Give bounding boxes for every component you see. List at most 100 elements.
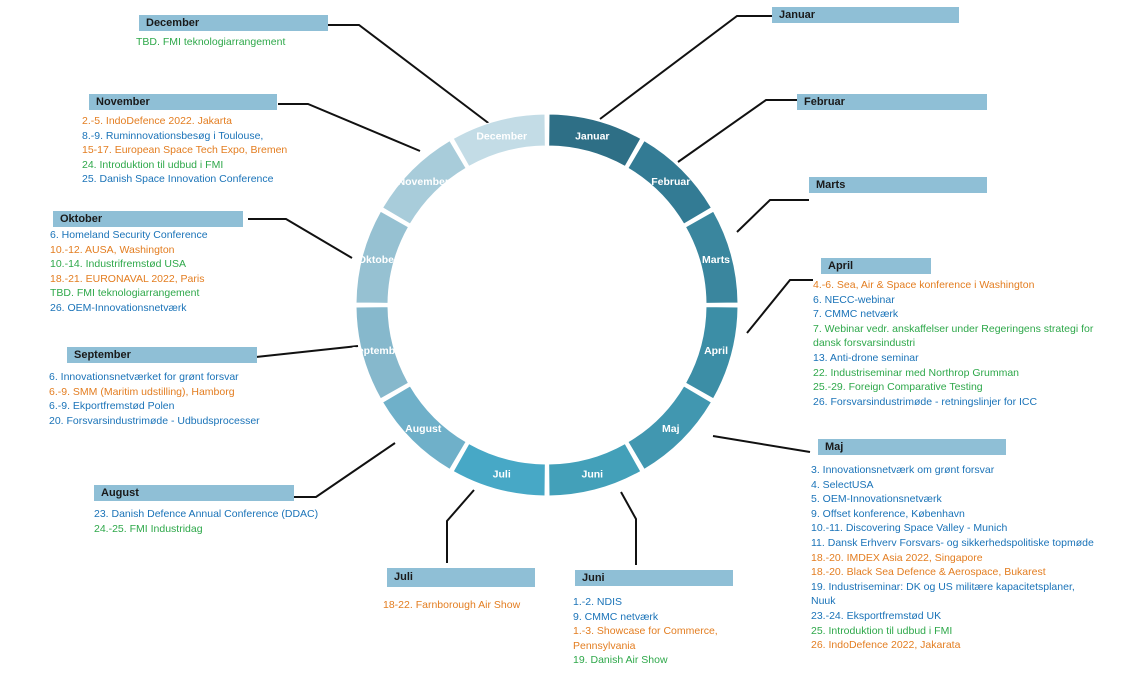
ring-label-juni: Juni	[581, 469, 603, 481]
leader-line	[292, 442, 396, 498]
event-item: 11. Dansk Erhverv Forsvars- og sikkerhed…	[811, 536, 1094, 549]
month-header-maj: Maj	[818, 439, 1006, 455]
leader-line	[255, 345, 359, 358]
event-item: TBD. FMI teknologiarrangement	[136, 36, 286, 48]
ring-label-september: September	[351, 345, 405, 357]
leader-line	[278, 103, 421, 152]
ring-label-august: August	[405, 423, 442, 435]
month-header-september: September	[67, 347, 257, 363]
ring-segment-februar	[627, 139, 713, 225]
ring-label-november: November	[398, 176, 449, 188]
event-item: 18.-21. EURONAVAL 2022, Paris	[50, 272, 205, 285]
ring-segment-august	[381, 385, 467, 471]
event-item: 24. Introduktion til udbud i FMI	[82, 158, 224, 171]
ring-segment-december	[452, 113, 546, 168]
event-item: 9. Offset konference, København	[811, 507, 965, 520]
event-item: 10.-11. Discovering Space Valley - Munic…	[811, 522, 1008, 535]
event-item: 8.-9. Ruminnovationsbesøg i Toulouse,	[82, 129, 264, 142]
event-item: 26. Forsvarsindustrimøde - retningslinje…	[813, 395, 1038, 408]
event-item: 22. Industriseminar med Northrop Grumman	[813, 366, 1019, 379]
month-box-juli: Juli 18-22. Farnborough Air Show	[383, 568, 538, 613]
ring-segment-oktober	[355, 210, 410, 304]
event-item: 10.-12. AUSA, Washington	[50, 243, 175, 256]
month-box-maj: Maj 3. Innovationsnetværk om grønt forsv…	[811, 439, 1099, 653]
ring-label-februar: Februar	[651, 176, 690, 188]
event-list-november: 2.-5. IndoDefence 2022. Jakarta 8.-9. Rum…	[82, 110, 332, 187]
event-item: 6. Homeland Security Conference	[50, 229, 208, 241]
month-header-december: December	[139, 15, 328, 31]
ring-label-marts: Marts	[702, 254, 730, 266]
event-list-august: 23. Danish Defence Annual Conference (DD…	[94, 501, 394, 536]
leader-line	[446, 489, 475, 563]
event-item: 19. Danish Air Show	[573, 654, 668, 667]
month-box-februar: Februar	[797, 94, 987, 110]
event-item: 7. CMMC netværk	[813, 308, 899, 321]
leader-line	[746, 279, 813, 334]
ring-segment-marts	[684, 210, 739, 304]
event-item: 10.-14. Industrifremstød USA	[50, 258, 186, 271]
ring-label-januar: Januar	[575, 130, 609, 142]
event-item: 19. Industriseminar: DK og US militære k…	[811, 580, 1075, 608]
leader-line	[712, 435, 811, 453]
month-header-januar: Januar	[772, 7, 959, 23]
event-item: 23. Danish Defence Annual Conference (DD…	[94, 508, 319, 520]
month-box-september: September 6. Innovationsnetværket for gr…	[49, 347, 309, 428]
event-item: 25. Danish Space Innovation Conference	[82, 173, 274, 186]
event-item: 5. OEM-Innovationsnetværk	[811, 493, 942, 506]
leader-line	[248, 218, 353, 259]
event-list-oktober: 6. Homeland Security Conference 10.-12. A…	[50, 227, 295, 316]
month-box-januar: Januar	[772, 7, 959, 23]
month-header-februar: Februar	[797, 94, 987, 110]
month-ring	[355, 113, 739, 497]
event-item: 24.-25. FMI Industridag	[94, 522, 203, 535]
event-item: 26. OEM-Innovationsnetværk	[50, 301, 187, 314]
ring-label-maj: Maj	[662, 423, 680, 435]
event-item: 18.-20. Black Sea Defence & Aerospace, B…	[811, 566, 1046, 579]
event-item: 6. Innovationsnetværket for grønt forsva…	[49, 371, 239, 383]
month-header-juli: Juli	[387, 568, 535, 587]
event-item: 1.-3. Showcase for Commerce, Pennsylvani…	[573, 625, 718, 652]
ring-label-oktober: Oktober	[358, 254, 398, 266]
leader-line	[599, 15, 772, 120]
event-item: 3. Innovationsnetværk om grønt forsvar	[811, 464, 995, 476]
event-list-september: 6. Innovationsnetværket for grønt forsva…	[49, 363, 309, 428]
ring-segment-november	[381, 139, 467, 225]
event-item: 25.-29. Foreign Comparative Testing	[813, 381, 983, 394]
event-item: 6.-9. Ekportfremstød Polen	[49, 400, 175, 413]
event-list-april: 4.-6. Sea, Air & Space konference i Wash…	[813, 274, 1105, 409]
month-box-juni: Juni 1.-2. NDIS 9. CMMC netværk 1.-3. Show…	[573, 570, 738, 668]
month-box-april: April 4.-6. Sea, Air & Space konference …	[813, 258, 1105, 409]
month-header-oktober: Oktober	[53, 211, 243, 227]
ring-segment-januar	[548, 113, 642, 168]
month-box-oktober: Oktober 6. Homeland Security Conference 1…	[50, 211, 295, 316]
event-item: 25. Introduktion til udbud i FMI	[811, 624, 953, 637]
event-item: 18-22. Farnborough Air Show	[383, 599, 521, 611]
event-item: 9. CMMC netværk	[573, 610, 659, 623]
month-header-august: August	[94, 485, 294, 501]
event-item: TBD. FMI teknologiarrangement	[50, 287, 200, 300]
leader-lines	[248, 15, 813, 565]
ring-label-juli: Juli	[493, 469, 511, 481]
ring-segment-maj	[627, 385, 713, 471]
event-item: 6. NECC-webinar	[813, 293, 895, 306]
month-header-juni: Juni	[575, 570, 733, 586]
event-list-december: TBD. FMI teknologiarrangement	[136, 31, 336, 50]
event-list-juli: 18-22. Farnborough Air Show	[383, 587, 538, 613]
event-item: 2.-5. IndoDefence 2022. Jakarta	[82, 115, 233, 127]
leader-line	[736, 199, 809, 233]
month-box-marts: Marts	[809, 177, 987, 193]
event-item: 1.-2. NDIS	[573, 596, 623, 608]
ring-segment-april	[684, 306, 739, 400]
event-item: 20. Forsvarsindustrimøde - Udbudsprocess…	[49, 414, 260, 427]
event-item: 13. Anti-drone seminar	[813, 351, 919, 364]
event-list-juni: 1.-2. NDIS 9. CMMC netværk 1.-3. Showcase …	[573, 586, 738, 668]
leader-line	[328, 24, 492, 126]
ring-label-april: April	[704, 345, 728, 357]
month-box-august: August 23. Danish Defence Annual Confere…	[94, 485, 394, 536]
month-header-april: April	[821, 258, 931, 274]
month-box-december: December TBD. FMI teknologiarrangement	[136, 15, 336, 50]
event-item: 26. IndoDefence 2022, Jakarata	[811, 639, 961, 652]
